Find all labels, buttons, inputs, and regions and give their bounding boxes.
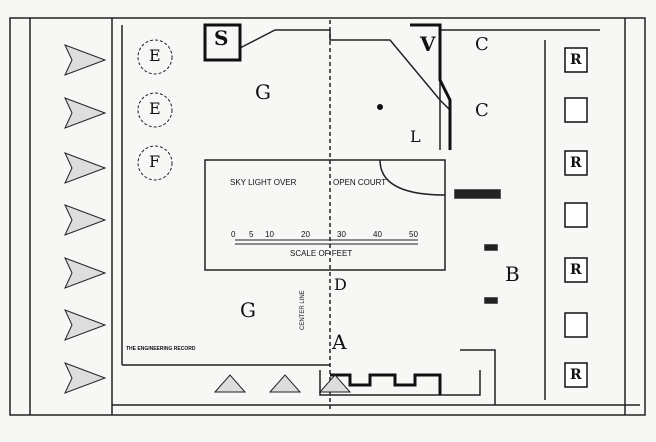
skylight-icon xyxy=(64,309,107,341)
skylight-icon xyxy=(64,44,107,76)
skylight-icon xyxy=(64,204,107,236)
room-l: L xyxy=(410,127,421,146)
skylight-icon xyxy=(268,374,302,393)
r-bay xyxy=(564,97,588,123)
room-g1: G xyxy=(255,80,271,104)
scale-tick: 5 xyxy=(249,230,254,239)
stair-s xyxy=(203,23,242,62)
outer-wall xyxy=(9,17,646,416)
scale-tick: 20 xyxy=(301,230,310,239)
skylight-icon xyxy=(64,152,107,184)
r-bay xyxy=(564,257,588,283)
center-line-label: CENTER LINE xyxy=(300,290,306,330)
room-r1: R xyxy=(570,52,582,68)
r-bay xyxy=(564,150,588,176)
room-v: V xyxy=(420,32,436,56)
room-g2: G xyxy=(240,298,256,322)
room-c1: C xyxy=(475,34,489,55)
skylight-icon xyxy=(64,257,107,289)
skylight-icon xyxy=(64,362,107,394)
r-bay xyxy=(564,362,588,388)
skylight-icon xyxy=(213,374,247,393)
room-f: F xyxy=(149,152,161,171)
scale-tick: 40 xyxy=(373,230,382,239)
room-r2: R xyxy=(570,155,582,171)
open-court-note: OPEN COURT xyxy=(333,178,387,187)
room-s: S xyxy=(214,26,229,50)
scale-tick: 50 xyxy=(409,230,418,239)
room-a: A xyxy=(332,330,347,354)
scale-title: SCALE OF FEET xyxy=(290,249,353,258)
r-bay xyxy=(564,312,588,338)
room-e1: E xyxy=(149,46,161,65)
credit: THE ENGINEERING RECORD xyxy=(126,346,196,352)
room-d: D xyxy=(334,275,347,294)
skylight-icon xyxy=(318,374,352,393)
skylight-court xyxy=(204,159,446,271)
room-r4: R xyxy=(570,367,582,383)
scale-tick: 10 xyxy=(265,230,274,239)
r-bay xyxy=(564,47,588,73)
scale-tick: 0 xyxy=(231,230,236,239)
room-c2: C xyxy=(475,100,489,121)
skylight-note: SKY LIGHT OVER xyxy=(230,178,297,187)
r-bay xyxy=(564,202,588,228)
room-b: B xyxy=(505,262,520,286)
skylight-icon xyxy=(64,97,107,129)
room-r3: R xyxy=(570,262,582,278)
room-e2: E xyxy=(149,99,161,118)
scale-tick: 30 xyxy=(337,230,346,239)
